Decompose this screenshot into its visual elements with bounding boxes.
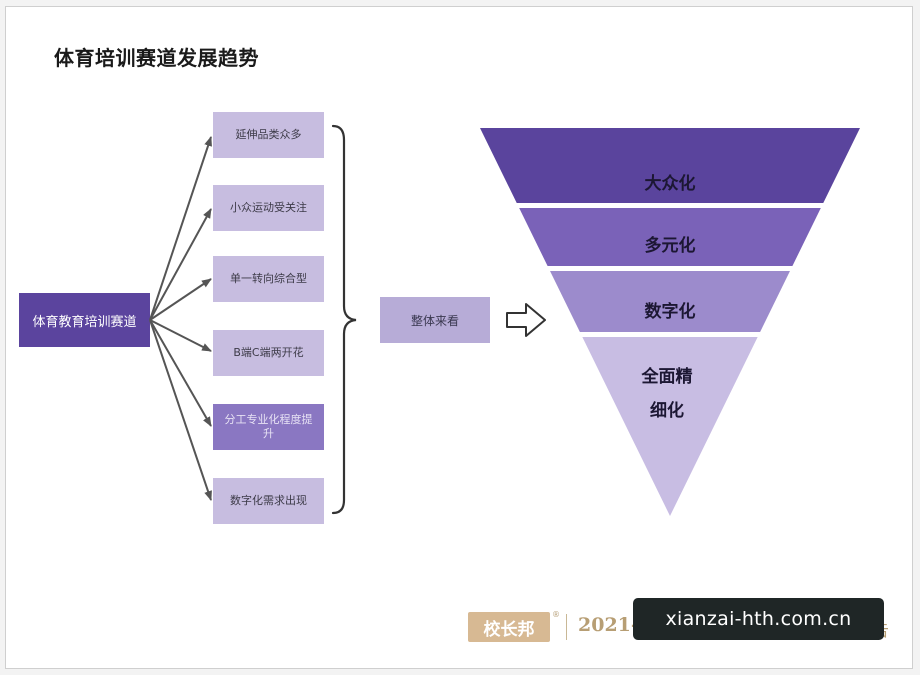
page-title: 体育培训赛道发展趋势	[54, 46, 259, 70]
funnel-band	[519, 208, 821, 266]
watermark-registered-mark: ®	[552, 610, 560, 619]
site-badge: xianzai-hth.com.cn	[633, 598, 884, 640]
funnel-band	[480, 128, 860, 203]
funnel-label-1: 大众化	[644, 174, 696, 194]
watermark-year: 2021—	[578, 614, 650, 636]
connector-arrows	[149, 136, 212, 501]
trend-item: 延伸品类众多	[213, 112, 324, 158]
funnel-label-2: 多元化	[644, 236, 696, 256]
arrow-to-item-5	[149, 319, 212, 427]
arrow-to-item-2	[149, 208, 212, 321]
trend-item-label: 小众运动受关注	[230, 201, 307, 214]
funnel-label-4: 全面精细化	[641, 367, 693, 421]
watermark-logo: 校长邦	[468, 612, 550, 642]
trend-item: 数字化需求出现	[213, 478, 324, 524]
site-badge-text: xianzai-hth.com.cn	[665, 608, 852, 630]
trend-item-label: 数字化需求出现	[230, 494, 307, 507]
arrow-to-item-6	[149, 319, 212, 501]
overall-box: 整体来看	[380, 297, 490, 343]
trend-item: 分工专业化程度提升	[213, 404, 324, 450]
funnel-chart	[480, 128, 860, 516]
funnel-band	[582, 337, 758, 516]
trend-item-label: B端C端两开花	[233, 346, 304, 359]
trend-item: B端C端两开花	[213, 330, 324, 376]
source-label: 体育教育培训赛道	[32, 314, 137, 330]
arrow-to-item-1	[149, 136, 212, 321]
trend-item: 单一转向综合型	[213, 256, 324, 302]
trend-item: 小众运动受关注	[213, 185, 324, 231]
overall-label: 整体来看	[410, 313, 459, 328]
funnel-band	[550, 271, 790, 332]
hollow-right-arrow	[506, 303, 546, 337]
trend-item-label: 延伸品类众多	[235, 128, 302, 141]
funnel-label-3: 数字化	[644, 302, 696, 322]
watermark-divider	[566, 614, 567, 640]
arrow-to-item-4	[149, 319, 212, 352]
trend-item-label: 分工专业化程度提升	[224, 413, 313, 440]
right-brace	[331, 124, 357, 515]
arrow-to-item-3	[149, 278, 212, 321]
source-box: 体育教育培训赛道	[19, 293, 150, 347]
trend-item-label: 单一转向综合型	[230, 272, 307, 285]
